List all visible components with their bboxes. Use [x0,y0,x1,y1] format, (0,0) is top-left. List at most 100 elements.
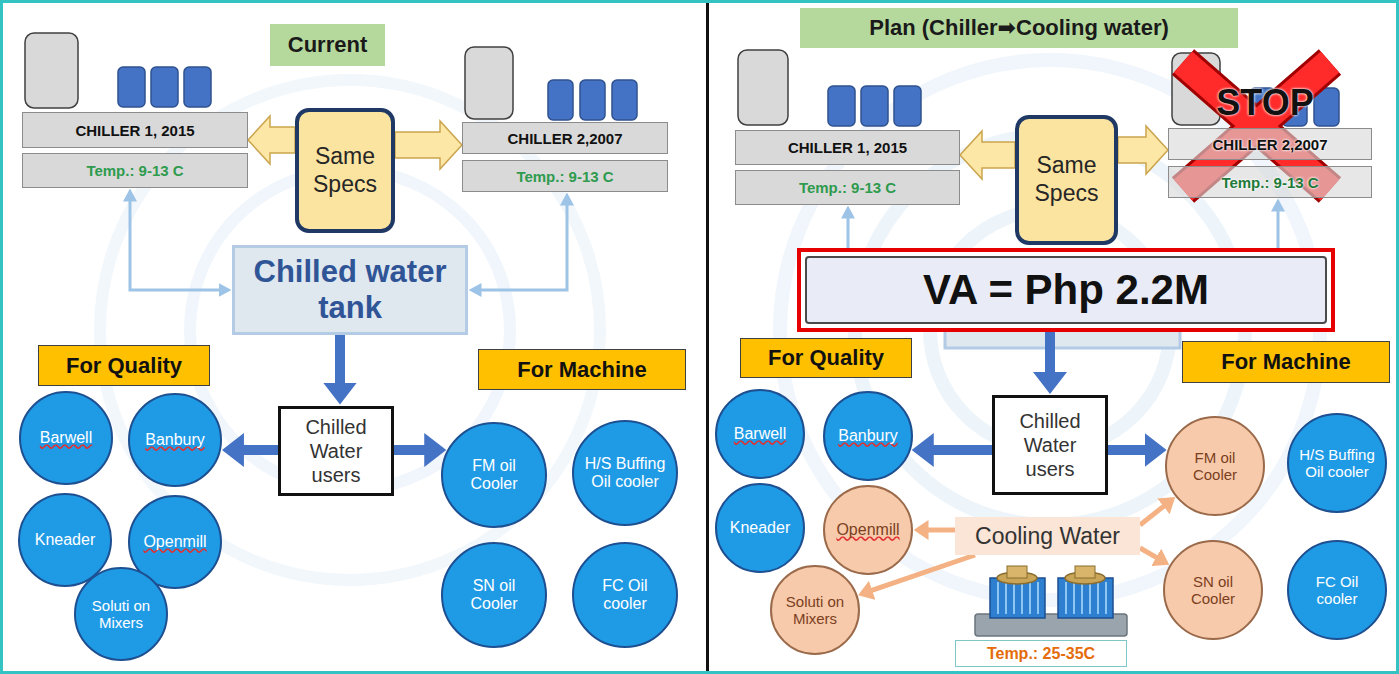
panel-heading: Current [270,24,385,66]
circle-label: Banbury [838,427,898,445]
user-circle: H/S Buffing Oil cooler [1287,413,1387,513]
users-box: Chilled Water users [992,395,1108,495]
flow-arrow [130,201,219,290]
box-label: CHILLER 2,2007 [507,130,622,147]
box-label: Temp.: 9-13 C [1221,174,1318,191]
flow-arrow [1045,332,1055,373]
box-label: Temp.: 25-35C [987,645,1095,663]
chiller-temp-box: Temp.: 9-13 C [735,170,960,205]
box-label: For Machine [1221,349,1351,375]
comparison-arrow [395,121,462,169]
circle-label: FM oil Cooler [454,457,535,494]
specs-box: Same Specs [1015,115,1118,245]
flow-arrow [928,528,955,533]
chiller-name-box: CHILLER 1, 2015 [22,112,248,148]
circle-label: Openmill [143,533,206,551]
circle-label: FM oil Cooler [1177,449,1253,484]
group-label: For Quality [38,345,210,386]
chiller-fan-icon [861,86,888,126]
cooling-user-circle: SN oil Cooler [1163,540,1263,640]
box-label: CHILLER 2,2007 [1212,136,1327,153]
chiller-unit-icon [25,33,78,108]
users-box: Chilled Water users [278,406,394,496]
chiller-fan-icon [580,80,605,120]
circle-label: Kneader [730,519,791,537]
chiller-fan-icon [151,67,178,107]
value-box: VA = Php 2.2M [797,248,1335,332]
user-circle: Soluti on Mixers [74,567,168,661]
group-label: For Quality [740,338,912,378]
user-circle: FM oil Cooler [441,422,547,528]
specs-box: Same Specs [295,108,395,233]
circle-label: H/S Buffing Oil cooler [585,455,666,492]
box-label: VA = Php 2.2M [805,256,1327,324]
circle-label: SN oil Cooler [454,577,535,614]
comparison-arrow [1118,126,1168,174]
box-label: Temp.: 9-13 C [799,179,896,196]
comparison-arrow [960,131,1015,179]
cooling-user-circle: FM oil Cooler [1165,416,1265,516]
cooling-water-box: Cooling Water [955,517,1140,555]
box-label: For Quality [66,353,182,379]
chiller-fan-icon [828,86,855,126]
user-circle: Barwell [19,391,113,485]
flow-arrow [481,205,567,290]
comparison-arrow [248,116,295,164]
circle-label: Soluti on Mixers [781,593,849,628]
circle-label: H/S Buffing Oil cooler [1299,446,1375,481]
user-circle: FC Oil cooler [1287,540,1387,640]
flow-arrow [335,335,345,384]
group-label: For Machine [1182,341,1390,383]
flow-arrow [1108,445,1146,455]
stopped-chiller-name-box: CHILLER 2,2007 [1168,128,1372,160]
circle-label: Soluti on Mixers [85,597,156,632]
cooling-tower [975,566,1127,636]
stop-label: STOP [1190,82,1340,124]
user-circle: Kneader [715,483,805,573]
panel-divider [706,0,709,674]
box-label: Same Specs [303,143,387,198]
chiller-fan-icon [612,80,637,120]
user-circle: H/S Buffing Oil cooler [572,420,678,526]
chiller-fan-icon [184,67,211,107]
box-label: Chilled Water users [285,415,387,487]
flow-arrow [847,218,850,248]
box-label: Temp.: 9-13 C [86,162,183,179]
panel-heading: Plan (Chiller➡Cooling water) [800,8,1238,48]
tower-fan-stack [1007,566,1027,578]
cooling-temp-box: Temp.: 25-35C [955,640,1127,667]
box-label: For Machine [517,357,647,383]
stopped-chiller-temp-box: Temp.: 9-13 C [1168,166,1372,198]
cooling-user-circle: Openmill [823,485,913,575]
circle-label: FC Oil cooler [1299,573,1375,608]
user-circle: Banbury [823,391,913,481]
chiller-name-box: CHILLER 2,2007 [462,122,668,154]
circle-label: Openmill [836,521,899,539]
flow-arrow [243,445,278,455]
flow-arrow [1140,548,1157,558]
chiller-fan-icon [548,80,573,120]
box-label: For Quality [768,345,884,371]
chiller-temp-box: Temp.: 9-13 C [22,153,248,188]
box-label: Temp.: 9-13 C [516,168,613,185]
box-label: Same Specs [1023,152,1110,207]
chiller-fan-icon [118,67,145,107]
box-label: Current [288,32,367,58]
group-label: For Machine [478,349,686,390]
tank-box: Chilled water tank [232,245,468,335]
chiller-name-box: CHILLER 1, 2015 [735,130,960,165]
tower-louvres [998,582,1106,614]
flow-arrow [1140,506,1164,525]
user-circle: FC Oil cooler [572,542,678,648]
chiller-unit-icon [465,47,513,119]
circle-label: SN oil Cooler [1175,573,1251,608]
box-label: Chilled Water users [999,409,1101,481]
stop-text: STOP [1190,82,1340,124]
user-circle: SN oil Cooler [441,542,547,648]
box-label: CHILLER 1, 2015 [788,139,907,156]
box-label: Plan (Chiller➡Cooling water) [869,15,1169,41]
circle-label: FC Oil cooler [585,577,666,614]
